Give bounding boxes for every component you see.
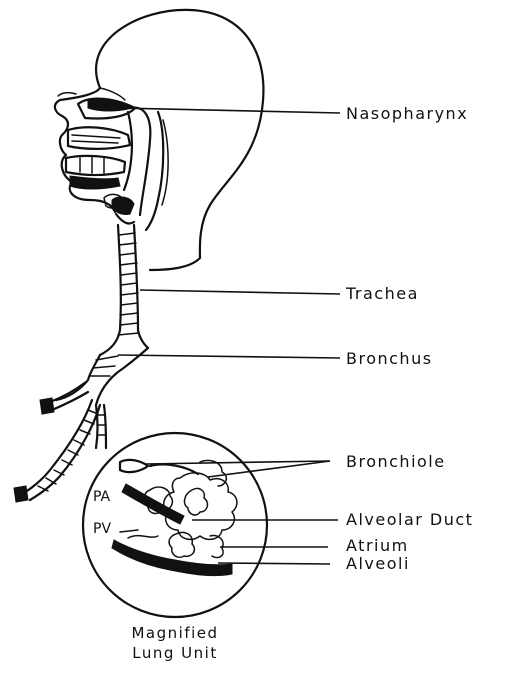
label-nasopharynx: Nasopharynx: [346, 106, 468, 122]
label-bronchiole: Bronchiole: [346, 454, 446, 470]
label-alveolar-duct: Alveolar Duct: [346, 512, 473, 528]
lung-unit-contents: [112, 460, 237, 576]
leader-alveoli: [218, 563, 330, 564]
head-outline: [55, 10, 264, 270]
leader-bronchiole-1: [145, 461, 330, 464]
leader-nasopharynx: [118, 108, 340, 113]
pharynx-neck: [112, 108, 168, 230]
label-atrium: Atrium: [346, 538, 409, 554]
label-pv: PV: [93, 522, 111, 536]
label-bronchus: Bronchus: [346, 351, 433, 367]
leader-lines: [118, 108, 340, 564]
label-trachea: Trachea: [346, 286, 419, 302]
leader-trachea: [140, 290, 340, 294]
caption-line-2: Lung Unit: [115, 646, 235, 661]
bronchus-branches: [14, 348, 148, 502]
caption-line-1: Magnified: [115, 626, 235, 641]
label-alveoli: Alveoli: [346, 556, 410, 572]
leader-bronchus: [118, 355, 340, 358]
nasal-oral-cavity: [66, 98, 135, 208]
label-pa: PA: [93, 490, 110, 504]
